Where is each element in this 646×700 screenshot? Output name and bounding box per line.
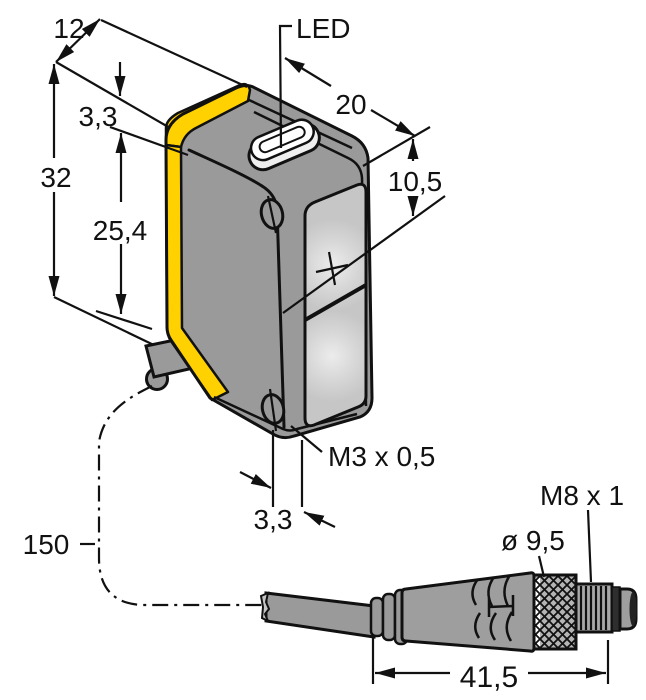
cable-centerline xyxy=(97,385,266,607)
mounting-hole-top xyxy=(259,195,285,234)
cable-connector xyxy=(259,571,638,653)
dimension-height: 32 xyxy=(40,64,72,296)
dimension-cable-length-label: 150 xyxy=(23,529,70,560)
connector-tip xyxy=(611,586,638,632)
knurl-ring xyxy=(532,573,578,651)
extension-line-hole-bottom xyxy=(95,309,153,331)
led-callout: LED xyxy=(278,13,350,149)
mounting-thread-callout: M3 x 0,5 xyxy=(290,425,435,472)
dimension-cable-length: 150 xyxy=(23,529,95,560)
connector-diameter-label: ø 9,5 xyxy=(501,525,565,556)
lens-plate xyxy=(303,182,368,428)
dimension-edge-offset-top: 3,3 xyxy=(79,62,189,157)
dimension-width-label: 20 xyxy=(335,89,366,120)
lens-window-lower xyxy=(305,310,366,402)
dimension-depth: 12 xyxy=(53,13,248,129)
dimension-edge-offset-top-label: 3,3 xyxy=(79,101,118,132)
dimension-depth-label: 12 xyxy=(53,13,84,44)
dimension-hole-spacing: 25,4 xyxy=(93,133,148,314)
dimension-beam-height: 10,5 xyxy=(282,139,446,314)
connector-body-grooves xyxy=(471,574,515,642)
dimension-beam-height-label: 10,5 xyxy=(388,166,443,197)
connector-diameter-callout: ø 9,5 xyxy=(501,525,565,578)
cable xyxy=(264,591,376,639)
led-window xyxy=(247,118,321,172)
dimension-connector-length: 41,5 xyxy=(371,634,610,694)
dimension-hole-spacing-label: 25,4 xyxy=(93,215,148,246)
cable-cut-end xyxy=(259,591,271,624)
lens-window-upper xyxy=(305,219,366,311)
dimension-connector-length-label: 41,5 xyxy=(460,661,518,694)
sensor-body xyxy=(53,82,374,440)
mounting-thread-label: M3 x 0,5 xyxy=(328,441,435,472)
dimension-hole-offset-bottom: 3,3 xyxy=(239,430,336,535)
connector-thread-callout: M8 x 1 xyxy=(540,480,624,583)
mounting-hole-bottom xyxy=(260,388,286,432)
connector-thread-label: M8 x 1 xyxy=(540,480,624,511)
led-label: LED xyxy=(296,13,350,44)
dimension-height-label: 32 xyxy=(40,162,71,193)
thread-section xyxy=(574,582,614,634)
lens-divider xyxy=(304,283,367,322)
dimension-width: 20 xyxy=(284,57,431,167)
dimension-hole-offset-bottom-label: 3,3 xyxy=(254,504,293,535)
